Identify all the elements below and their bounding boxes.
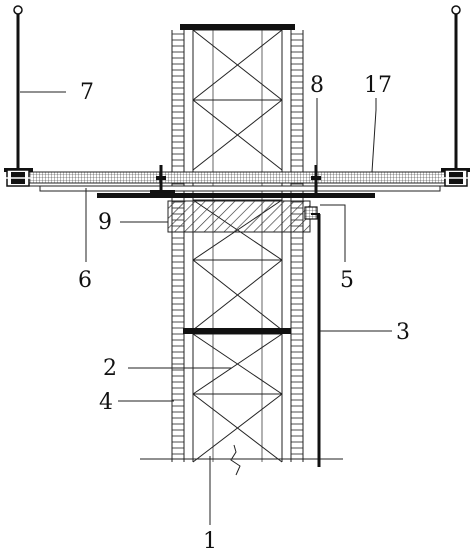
leader-5 (320, 204, 346, 262)
hanger-rod-right (441, 5, 470, 187)
label-6: 6 (78, 268, 92, 293)
top-cap (180, 24, 295, 30)
outer-frame (171, 30, 304, 462)
label-8: 8 (310, 73, 324, 98)
deck-bolt-left (156, 165, 166, 196)
tower-mast (192, 27, 283, 462)
label-17: 17 (364, 73, 392, 98)
label-7: 7 (80, 80, 94, 105)
leader-lines (20, 91, 392, 525)
tower-bracing (192, 29, 283, 463)
label-4: 4 (99, 390, 113, 415)
label-9: 9 (98, 210, 112, 235)
frame-rungs (172, 33, 303, 455)
label-2: 2 (103, 356, 117, 381)
support-beam (39, 185, 441, 192)
deck-bolt-right (311, 165, 321, 196)
leader-17 (371, 98, 377, 173)
platform-deck (14, 171, 466, 187)
label-1: 1 (203, 529, 217, 551)
lower-plate (183, 328, 291, 334)
hanger-rod-left (4, 5, 33, 187)
label-5: 5 (340, 268, 354, 293)
label-3: 3 (396, 320, 410, 345)
anchor-block (167, 200, 311, 233)
break-symbol (230, 444, 241, 476)
main-girder (97, 193, 375, 198)
